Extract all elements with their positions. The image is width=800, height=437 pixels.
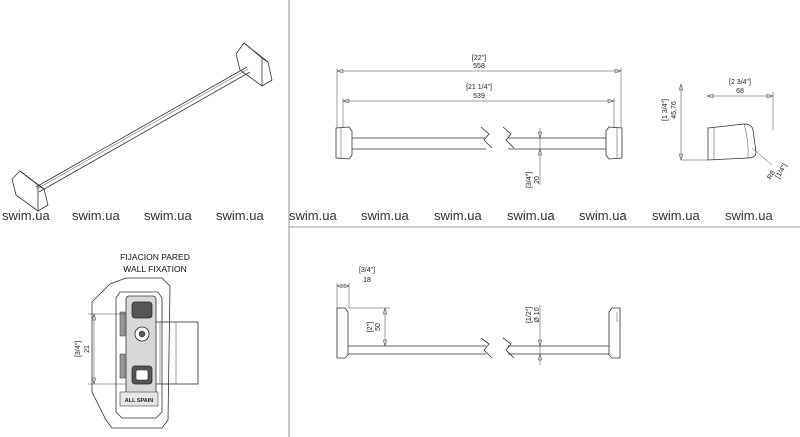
rod-length-mm: 539 <box>473 93 485 100</box>
fixation-title-en: WALL FIXATION <box>123 264 186 274</box>
fixation-title-es: FIJACION PARED <box>120 252 190 262</box>
watermark: swim.ua <box>72 208 120 223</box>
overall-length-mm: 558 <box>473 63 485 70</box>
bracket-height-inch: [1 3/4"] <box>662 99 669 121</box>
top-view: [3/4"] 18 [2"] 50 [1/2"] Ø 10 <box>336 267 621 365</box>
bracket-side-view: [2 3/4"] 68 [1 3/4"] 45,76 [1/4"] R8 <box>662 79 789 181</box>
watermark: swim.ua <box>216 208 264 223</box>
plate-depth-mm: 18 <box>363 277 371 284</box>
watermark: swim.ua <box>289 208 337 223</box>
front-view: [22"] 558 [21 1/4"] 539 [3/4"] 20 <box>335 55 623 188</box>
watermark: swim.ua <box>579 208 627 223</box>
isometric-towel-bar <box>11 42 273 212</box>
watermark-row: swim.ua swim.ua swim.ua swim.ua swim.ua … <box>2 208 773 223</box>
rod-length-inch: [21 1/4"] <box>466 84 492 91</box>
fixation-height-mm: 21 <box>84 345 91 353</box>
watermark: swim.ua <box>652 208 700 223</box>
watermark: swim.ua <box>361 208 409 223</box>
wall-fixation-detail: FIJACION PARED WALL FIXATION ALL SPAIN [… <box>75 252 199 429</box>
tip-radius-inch: [1/4"] <box>775 162 789 179</box>
rod-height-mm: 50 <box>375 323 382 331</box>
watermark: swim.ua <box>507 208 555 223</box>
projection-mm: 68 <box>736 88 744 95</box>
watermark: swim.ua <box>2 208 50 223</box>
fixation-height-inch: [3/4"] <box>75 341 82 357</box>
projection-inch: [2 3/4"] <box>729 79 751 86</box>
rod-diameter-inch: [1/2"] <box>526 307 533 323</box>
tip-radius-mm: R8 <box>766 170 777 181</box>
rod-diameter-mm: Ø 10 <box>534 307 541 322</box>
plate-depth-inch: [3/4"] <box>359 267 375 274</box>
fixation-stamp: ALL SPAIN <box>125 398 154 404</box>
watermark: swim.ua <box>144 208 192 223</box>
bracket-height-mm: 45,76 <box>671 101 678 119</box>
watermark: swim.ua <box>725 208 773 223</box>
rod-height-inch: [2"] <box>367 322 374 332</box>
watermark: swim.ua <box>434 208 482 223</box>
rod-offset-mm: 20 <box>534 176 541 184</box>
rod-offset-inch: [3/4"] <box>526 172 533 188</box>
overall-length-inch: [22"] <box>472 55 486 62</box>
